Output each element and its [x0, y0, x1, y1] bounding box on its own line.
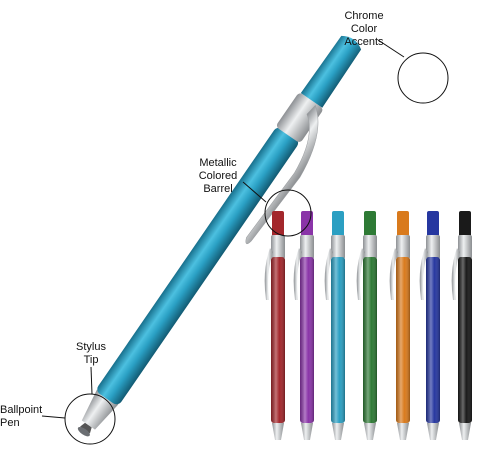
variant-pens	[264, 211, 472, 440]
variant-pen-purple	[293, 211, 314, 440]
callouts	[41, 39, 449, 445]
label-ballpoint-pen: Ballpoint Pen	[0, 404, 43, 429]
callout-circle-chrome	[397, 52, 449, 104]
label-stylus-tip: Stylus Tip	[76, 341, 106, 366]
callout-line-barrel	[242, 181, 267, 203]
main-pen	[77, 35, 362, 437]
variant-pen-black	[451, 211, 472, 440]
variant-pen-navy	[419, 211, 440, 440]
callout-line-stylus	[90, 366, 93, 395]
variant-pen-blue	[324, 211, 345, 440]
variant-pen-red	[264, 211, 285, 440]
callout-circle-ballpoint	[64, 393, 116, 445]
variant-pen-orange	[389, 211, 410, 440]
callout-circle-barrel	[264, 189, 312, 237]
callout-line-ballpoint	[41, 415, 66, 419]
label-metallic-colored-barrel: Metallic Colored Barrel	[198, 157, 238, 195]
variant-pen-green	[356, 211, 377, 440]
callout-line-chrome	[377, 39, 405, 58]
label-chrome-color-accents: Chrome Color Accents	[344, 10, 384, 48]
